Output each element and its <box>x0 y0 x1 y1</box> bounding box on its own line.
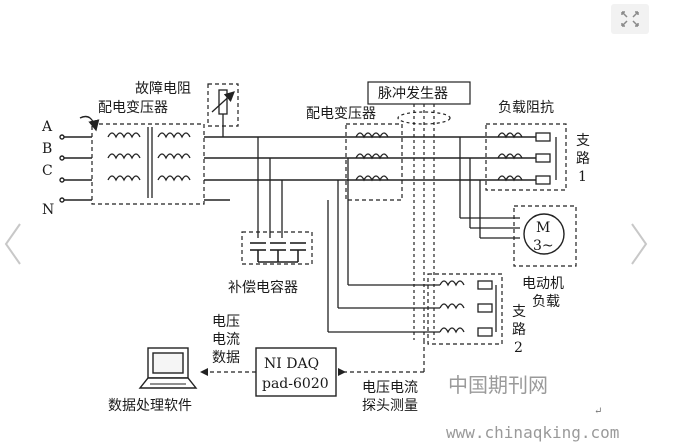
chevron-left-icon <box>4 223 21 265</box>
branch1-char1: 支 <box>576 133 590 149</box>
prev-button[interactable] <box>2 222 24 266</box>
probe-label-2: 探头测量 <box>362 398 418 414</box>
phase-b-label: B <box>42 141 52 157</box>
load-impedance-label: 负载阻抗 <box>498 100 554 116</box>
branch1-char3: 1 <box>578 169 587 185</box>
left-transformer-label: 配电变压器 <box>98 100 168 116</box>
branch1-char2: 路 <box>576 151 590 167</box>
fault-resistor-label: 故障电阻 <box>135 81 191 97</box>
watermark-cn: 中国期刊网 <box>448 373 548 397</box>
small-return-mark: ↵ <box>594 406 602 417</box>
chevron-right-icon <box>631 223 648 265</box>
expand-button[interactable] <box>611 4 649 34</box>
motor-load-label-1: 电动机 <box>522 276 564 292</box>
branch2-char2: 路 <box>512 322 526 338</box>
probe-label-1: 电压电流 <box>362 380 418 396</box>
daq-label-2: pad-6020 <box>262 376 329 392</box>
motor-sub: 3~ <box>533 238 554 254</box>
motor-symbol: M <box>536 220 550 236</box>
vi-data-label-2: 电流 <box>212 332 240 348</box>
branch2-char1: 支 <box>512 304 526 320</box>
vi-data-label-3: 数据 <box>212 350 240 366</box>
right-transformer-label: 配电变压器 <box>306 106 376 122</box>
daq-label-1: NI DAQ <box>264 356 319 372</box>
motor-load-label-2: 负载 <box>532 294 560 310</box>
software-label: 数据处理软件 <box>108 398 192 414</box>
branch2-char3: 2 <box>514 340 523 356</box>
pulse-generator-label: 脉冲发生器 <box>378 86 448 102</box>
watermark-url: www.chinaqking.com <box>446 423 619 442</box>
vi-data-label-1: 电压 <box>212 314 240 330</box>
compensation-capacitor-label: 补偿电容器 <box>228 279 298 296</box>
expand-icon <box>621 11 639 27</box>
next-button[interactable] <box>628 222 650 266</box>
phase-c-label: C <box>42 163 53 179</box>
phase-n-label: N <box>42 202 54 218</box>
laptop-icon <box>138 347 198 389</box>
phase-a-label: A <box>41 119 53 135</box>
